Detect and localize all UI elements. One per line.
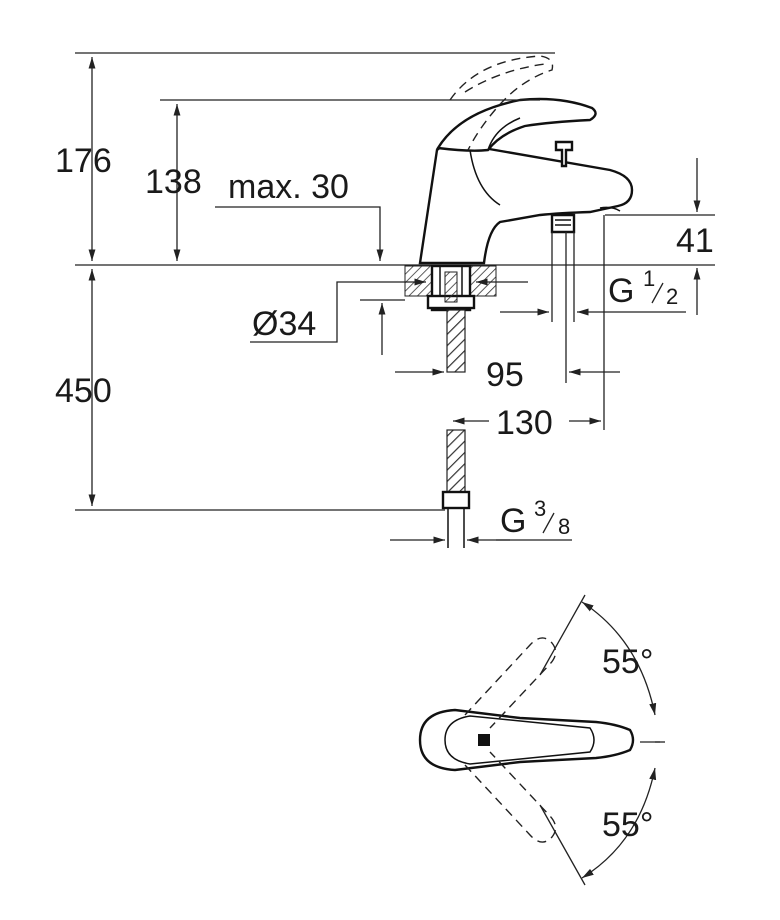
lever-raised-ghost (449, 55, 554, 151)
label-41: 41 (676, 222, 714, 260)
dim-138: 138 (145, 99, 540, 261)
label-max30: max. 30 (228, 168, 349, 206)
hose-fitting (441, 490, 471, 510)
dim-95: 95 (395, 215, 620, 430)
angle-upper: 55° (581, 601, 657, 716)
label-130: 130 (496, 404, 553, 442)
label-176: 176 (55, 142, 112, 180)
side-view: 176 138 max. 30 Ø34 41 (55, 52, 715, 548)
label-95: 95 (486, 356, 524, 394)
label-g38-num: 3 (534, 496, 546, 521)
angle-lower: 55° (581, 767, 657, 879)
lever (436, 97, 597, 152)
dim-450: 450 (55, 269, 445, 511)
label-g12-num: 1 (643, 266, 655, 291)
label-g12-den: 2 (666, 284, 678, 309)
indicator-dot (478, 734, 490, 746)
lever-top-view (418, 708, 635, 772)
label-138: 138 (145, 163, 202, 201)
lever-left-ghost (464, 637, 557, 729)
hose-lower (446, 429, 466, 493)
dim-176: 176 (55, 52, 555, 261)
lever-right-ghost (464, 751, 557, 843)
dim-g38: G 3 8 (390, 496, 572, 544)
label-g38-base: G (500, 502, 526, 540)
hose-upper (446, 309, 466, 373)
mounting-shank (426, 264, 476, 312)
dim-130: 130 (453, 404, 601, 442)
label-diameter: Ø34 (252, 305, 316, 343)
label-450: 450 (55, 372, 112, 410)
label-angle-upper: 55° (602, 643, 653, 681)
dim-max30: max. 30 (215, 168, 405, 355)
dim-g12: G 1 2 (500, 232, 686, 322)
dim-diameter: Ø34 (250, 278, 528, 343)
label-g12-base: G (608, 272, 634, 310)
mixer-body (418, 140, 634, 265)
top-view: 55° 55° (418, 594, 665, 886)
label-angle-lower: 55° (602, 806, 653, 844)
label-g38-den: 8 (558, 514, 570, 539)
dim-41: 41 (605, 158, 715, 315)
